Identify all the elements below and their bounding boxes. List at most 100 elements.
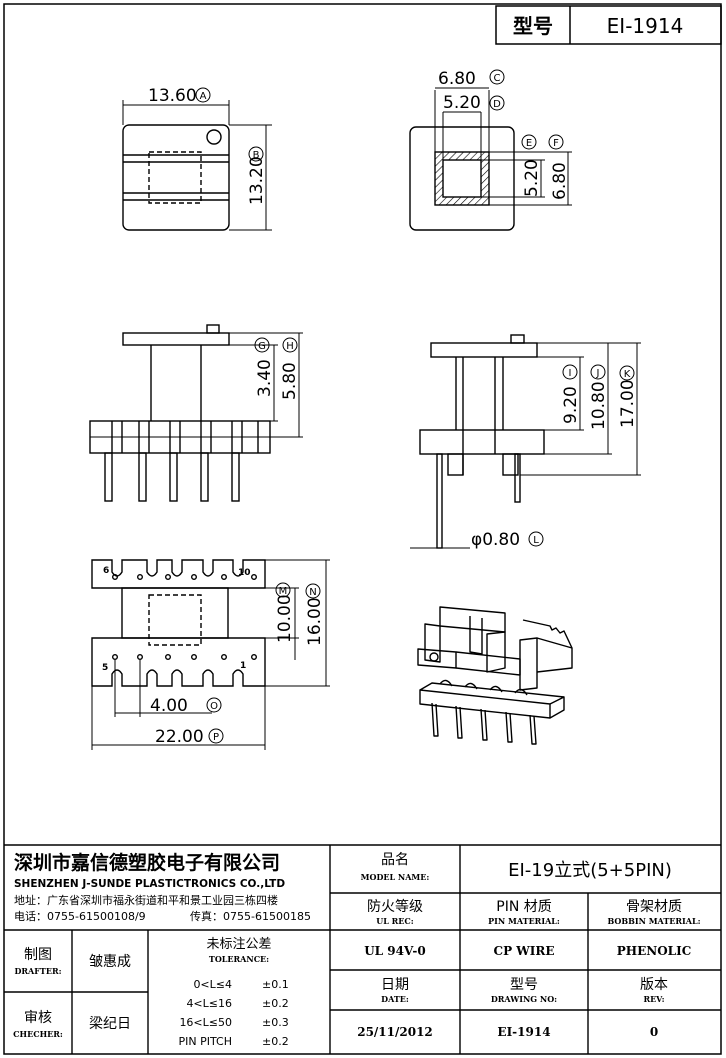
front-view bbox=[410, 334, 641, 549]
drawing-no-value: EI-1914 bbox=[497, 1025, 550, 1039]
header-box: 型号 EI-1914 bbox=[495, 5, 722, 45]
dim-p-tag: P bbox=[208, 728, 224, 744]
dim-m-value: 10.00 bbox=[275, 594, 295, 643]
company-name-cn: 深圳市嘉信德塑胶电子有限公司 bbox=[14, 851, 280, 874]
core-section-view bbox=[409, 87, 572, 231]
rev-label-en: REV: bbox=[643, 994, 664, 1004]
bobbin-material-cn: 骨架材质 bbox=[626, 899, 682, 915]
tolerance-range: 4<L≤16 bbox=[186, 997, 232, 1010]
ul-value: UL 94V-0 bbox=[364, 944, 426, 958]
dim-l-value: φ0.80 bbox=[471, 530, 520, 550]
dim-c-tag: C bbox=[489, 69, 505, 85]
isometric-view bbox=[417, 606, 573, 745]
model-name-cn: 品名 bbox=[381, 852, 409, 868]
dim-h-tag: H bbox=[282, 337, 298, 353]
dim-m-tag: M bbox=[275, 582, 291, 598]
drafter-name: 皱惠成 bbox=[89, 954, 131, 970]
tolerance-value: ±0.3 bbox=[262, 1016, 289, 1029]
pin-label-5: 5 bbox=[102, 663, 108, 673]
drafter-label-en: DRAFTER: bbox=[14, 966, 61, 976]
drafter-label-cn: 制图 bbox=[24, 947, 52, 963]
dim-o-tag: O bbox=[206, 697, 222, 713]
rev-value: 0 bbox=[650, 1025, 658, 1039]
model-name-en: MODEL NAME: bbox=[361, 872, 430, 882]
dim-i-value: 9.20 bbox=[561, 386, 581, 424]
pin-label-1: 1 bbox=[240, 661, 246, 671]
dim-c-value: 6.80 bbox=[438, 69, 476, 89]
pin-material-cn: PIN 材质 bbox=[496, 899, 552, 915]
dim-b-value: 13.20 bbox=[247, 156, 267, 205]
header-model-label: 型号 bbox=[513, 14, 553, 38]
dim-l-tag: L bbox=[528, 531, 544, 547]
svg-text:C: C bbox=[494, 73, 501, 84]
checker-name: 梁纪日 bbox=[89, 1016, 131, 1032]
checker-label-cn: 审核 bbox=[24, 1010, 52, 1026]
pin-material-en: PIN MATERIAL: bbox=[488, 916, 560, 926]
company-name-en: SHENZHEN J-SUNDE PLASTICTRONICS CO.,LTD bbox=[14, 878, 285, 890]
dim-d-value: 5.20 bbox=[443, 93, 481, 113]
svg-text:A: A bbox=[200, 91, 207, 102]
checker-label-en: CHECHER: bbox=[13, 1029, 63, 1039]
sheet-border bbox=[3, 3, 722, 1055]
top-view bbox=[122, 100, 272, 231]
dim-g-tag: G bbox=[254, 337, 270, 353]
dim-h-value: 5.80 bbox=[280, 362, 300, 400]
dim-j-value: 10.80 bbox=[589, 381, 609, 430]
tolerance-range: 16<L≤50 bbox=[179, 1016, 232, 1029]
dim-d-tag: D bbox=[489, 95, 505, 111]
svg-text:P: P bbox=[213, 732, 219, 743]
pin-material-value: CP WIRE bbox=[494, 944, 555, 958]
pin-label-6: 6 bbox=[103, 566, 109, 576]
bottom-view bbox=[91, 559, 330, 750]
dim-e-tag: E bbox=[521, 134, 537, 150]
tolerance-value: ±0.1 bbox=[262, 978, 289, 991]
pin-label-10: 10 bbox=[238, 568, 251, 578]
dim-j-tag: J bbox=[590, 364, 606, 380]
tolerance-label-en: TOLERANCE: bbox=[209, 954, 269, 964]
svg-text:E: E bbox=[526, 138, 532, 149]
dim-k-value: 17.00 bbox=[618, 379, 638, 428]
svg-text:D: D bbox=[493, 99, 501, 110]
svg-text:F: F bbox=[553, 138, 559, 149]
dim-n-tag: N bbox=[305, 583, 321, 599]
bobbin-material-value: PHENOLIC bbox=[617, 944, 692, 958]
svg-text:M: M bbox=[279, 586, 288, 597]
dim-k-tag: K bbox=[619, 365, 635, 381]
bobbin-material-en: BOBBIN MATERIAL: bbox=[607, 916, 700, 926]
tolerance-table: 0<L≤4 ±0.1 4<L≤16 ±0.2 16<L≤50 ±0.3 PIN … bbox=[178, 978, 288, 1048]
svg-text:H: H bbox=[286, 341, 294, 352]
drawing-no-label-en: DRAWING NO: bbox=[491, 994, 557, 1004]
company-phone: 电话：0755-61500108/9 bbox=[14, 910, 146, 923]
dim-n-value: 16.00 bbox=[305, 597, 325, 646]
svg-text:L: L bbox=[533, 535, 539, 546]
dim-p-value: 22.00 bbox=[155, 727, 204, 747]
ul-label-en: UL REC: bbox=[376, 916, 414, 926]
date-value: 25/11/2012 bbox=[357, 1025, 433, 1039]
date-label-cn: 日期 bbox=[381, 977, 409, 993]
tolerance-range: PIN PITCH bbox=[178, 1035, 232, 1048]
date-label-en: DATE: bbox=[381, 994, 409, 1004]
rev-label-cn: 版本 bbox=[640, 977, 668, 993]
dim-f-tag: F bbox=[548, 134, 564, 150]
side-view bbox=[89, 324, 303, 502]
dim-a-value: 13.60 bbox=[148, 86, 197, 106]
svg-text:G: G bbox=[258, 341, 266, 352]
dim-a-tag: A bbox=[195, 87, 211, 103]
dim-e-value: 5.20 bbox=[522, 159, 542, 197]
svg-text:K: K bbox=[624, 369, 631, 380]
dim-i-tag: I bbox=[562, 364, 578, 380]
svg-text:O: O bbox=[210, 701, 218, 712]
tolerance-value: ±0.2 bbox=[262, 1035, 289, 1048]
svg-text:I: I bbox=[569, 368, 572, 379]
tolerance-range: 0<L≤4 bbox=[193, 978, 232, 991]
tolerance-value: ±0.2 bbox=[262, 997, 289, 1010]
company-fax: 传真：0755-61500185 bbox=[190, 909, 311, 923]
dim-g-value: 3.40 bbox=[255, 359, 275, 397]
company-address: 地址：广东省深圳市福永街道和平和景工业园三栋四楼 bbox=[14, 893, 278, 907]
dim-b-tag: B bbox=[248, 146, 264, 162]
tolerance-label-cn: 未标注公差 bbox=[206, 937, 271, 952]
dim-o-value: 4.00 bbox=[150, 696, 188, 716]
svg-text:J: J bbox=[596, 368, 600, 379]
